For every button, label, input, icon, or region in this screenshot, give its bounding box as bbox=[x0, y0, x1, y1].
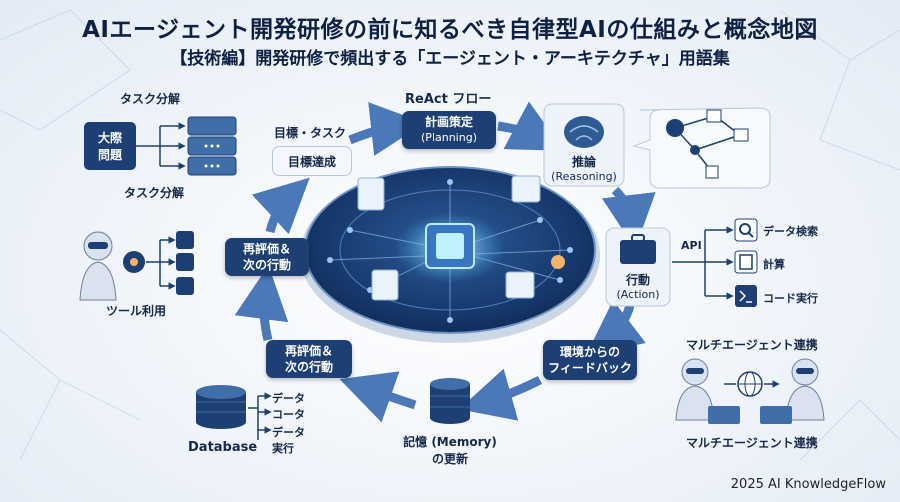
search-icon bbox=[734, 218, 758, 242]
page-title: AIエージェント開発研修の前に知るべき自律型AIの仕組みと概念地図 bbox=[82, 17, 818, 43]
feedback-box: 環境からの フィードバック bbox=[543, 340, 637, 380]
db-item-data-1: データ bbox=[272, 392, 305, 405]
api-item-data-search: データ検索 bbox=[763, 225, 818, 238]
reevaluate-box-left: 再評価＆ 次の行動 bbox=[225, 238, 309, 276]
memory-line2: の更新 bbox=[431, 452, 468, 466]
reevaluate-left-line2: 次の行動 bbox=[242, 258, 291, 272]
goal-achieved-label: 目標達成 bbox=[287, 154, 336, 169]
react-flow-label: ReAct フロー bbox=[405, 92, 492, 107]
big-problem-line1: 大際 bbox=[97, 131, 122, 145]
reevaluate-left-line1: 再評価＆ bbox=[242, 242, 291, 256]
action-box: 行動 (Action) bbox=[606, 268, 670, 304]
brain-icon bbox=[543, 103, 625, 187]
page-subtitle: 【技術編】開発研修で頻出する「エージェント・アーキテクチャ」用語集 bbox=[170, 49, 730, 69]
planning-label: 計画策定 bbox=[424, 115, 473, 129]
planning-sublabel: (Planning) bbox=[421, 131, 477, 144]
reasoning-label: 推論 bbox=[571, 155, 596, 169]
api-item-code-exec: コード実行 bbox=[763, 292, 818, 305]
central-platform bbox=[300, 166, 600, 343]
task-decomposition-caption: タスク分解 bbox=[124, 186, 185, 200]
big-problem-line2: 問題 bbox=[97, 148, 122, 162]
goal-task-label: 目標・タスク bbox=[274, 126, 347, 140]
api-connector-lines bbox=[672, 226, 734, 300]
planning-box: 計画策定 (Planning) bbox=[402, 111, 496, 149]
briefcase-icon bbox=[605, 227, 671, 307]
feedback-line1: 環境からの bbox=[559, 345, 620, 359]
database-icon bbox=[196, 385, 272, 440]
action-label: 行動 bbox=[625, 273, 650, 287]
memory-icon bbox=[430, 378, 470, 424]
database-label: Database bbox=[188, 440, 258, 455]
reevaluate-box-bottom: 再評価＆ 次の行動 bbox=[266, 340, 352, 378]
robot-tool-icon bbox=[79, 231, 194, 301]
db-item-coder: コータ bbox=[272, 408, 305, 421]
reasoning-box: 推論 (Reasoning) bbox=[544, 151, 624, 185]
goal-achieved-box: 目標達成 bbox=[272, 146, 352, 176]
db-item-execute: 実行 bbox=[272, 442, 294, 455]
react-cycle-arrows bbox=[234, 101, 656, 423]
big-problem-box: 大際 問題 bbox=[84, 122, 136, 170]
multi-agent-caption: マルチエージェント連携 bbox=[686, 436, 818, 450]
reevaluate-bottom-line2: 次の行動 bbox=[284, 360, 333, 374]
task-decomposition-heading: タスク分解 bbox=[120, 92, 181, 106]
memory-line1: 記憶 (Memory) bbox=[403, 435, 497, 449]
multi-agent-heading: マルチエージェント連携 bbox=[686, 338, 818, 352]
api-label: API bbox=[681, 239, 702, 252]
feedback-line2: フィードバック bbox=[548, 361, 632, 375]
tool-use-caption: ツール利用 bbox=[106, 304, 167, 318]
calculator-icon bbox=[734, 250, 758, 274]
floating-panel-icon bbox=[357, 175, 541, 301]
api-item-calculation: 計算 bbox=[763, 258, 785, 271]
task-decomposition-diagram bbox=[84, 116, 237, 176]
multi-agent-robots-icon bbox=[675, 358, 825, 424]
memory-box: 記憶 (Memory) の更新 bbox=[395, 432, 505, 468]
terminal-icon bbox=[735, 285, 757, 307]
background-network bbox=[0, 9, 900, 461]
reevaluate-bottom-line1: 再評価＆ bbox=[284, 344, 333, 358]
reasoning-sublabel: (Reasoning) bbox=[551, 170, 617, 183]
reasoning-graph-icon bbox=[632, 107, 771, 189]
db-item-data-2: データ bbox=[272, 426, 305, 439]
action-sublabel: (Action) bbox=[616, 288, 660, 301]
footer-credit: 2025 AI KnowledgeFlow bbox=[730, 477, 886, 492]
